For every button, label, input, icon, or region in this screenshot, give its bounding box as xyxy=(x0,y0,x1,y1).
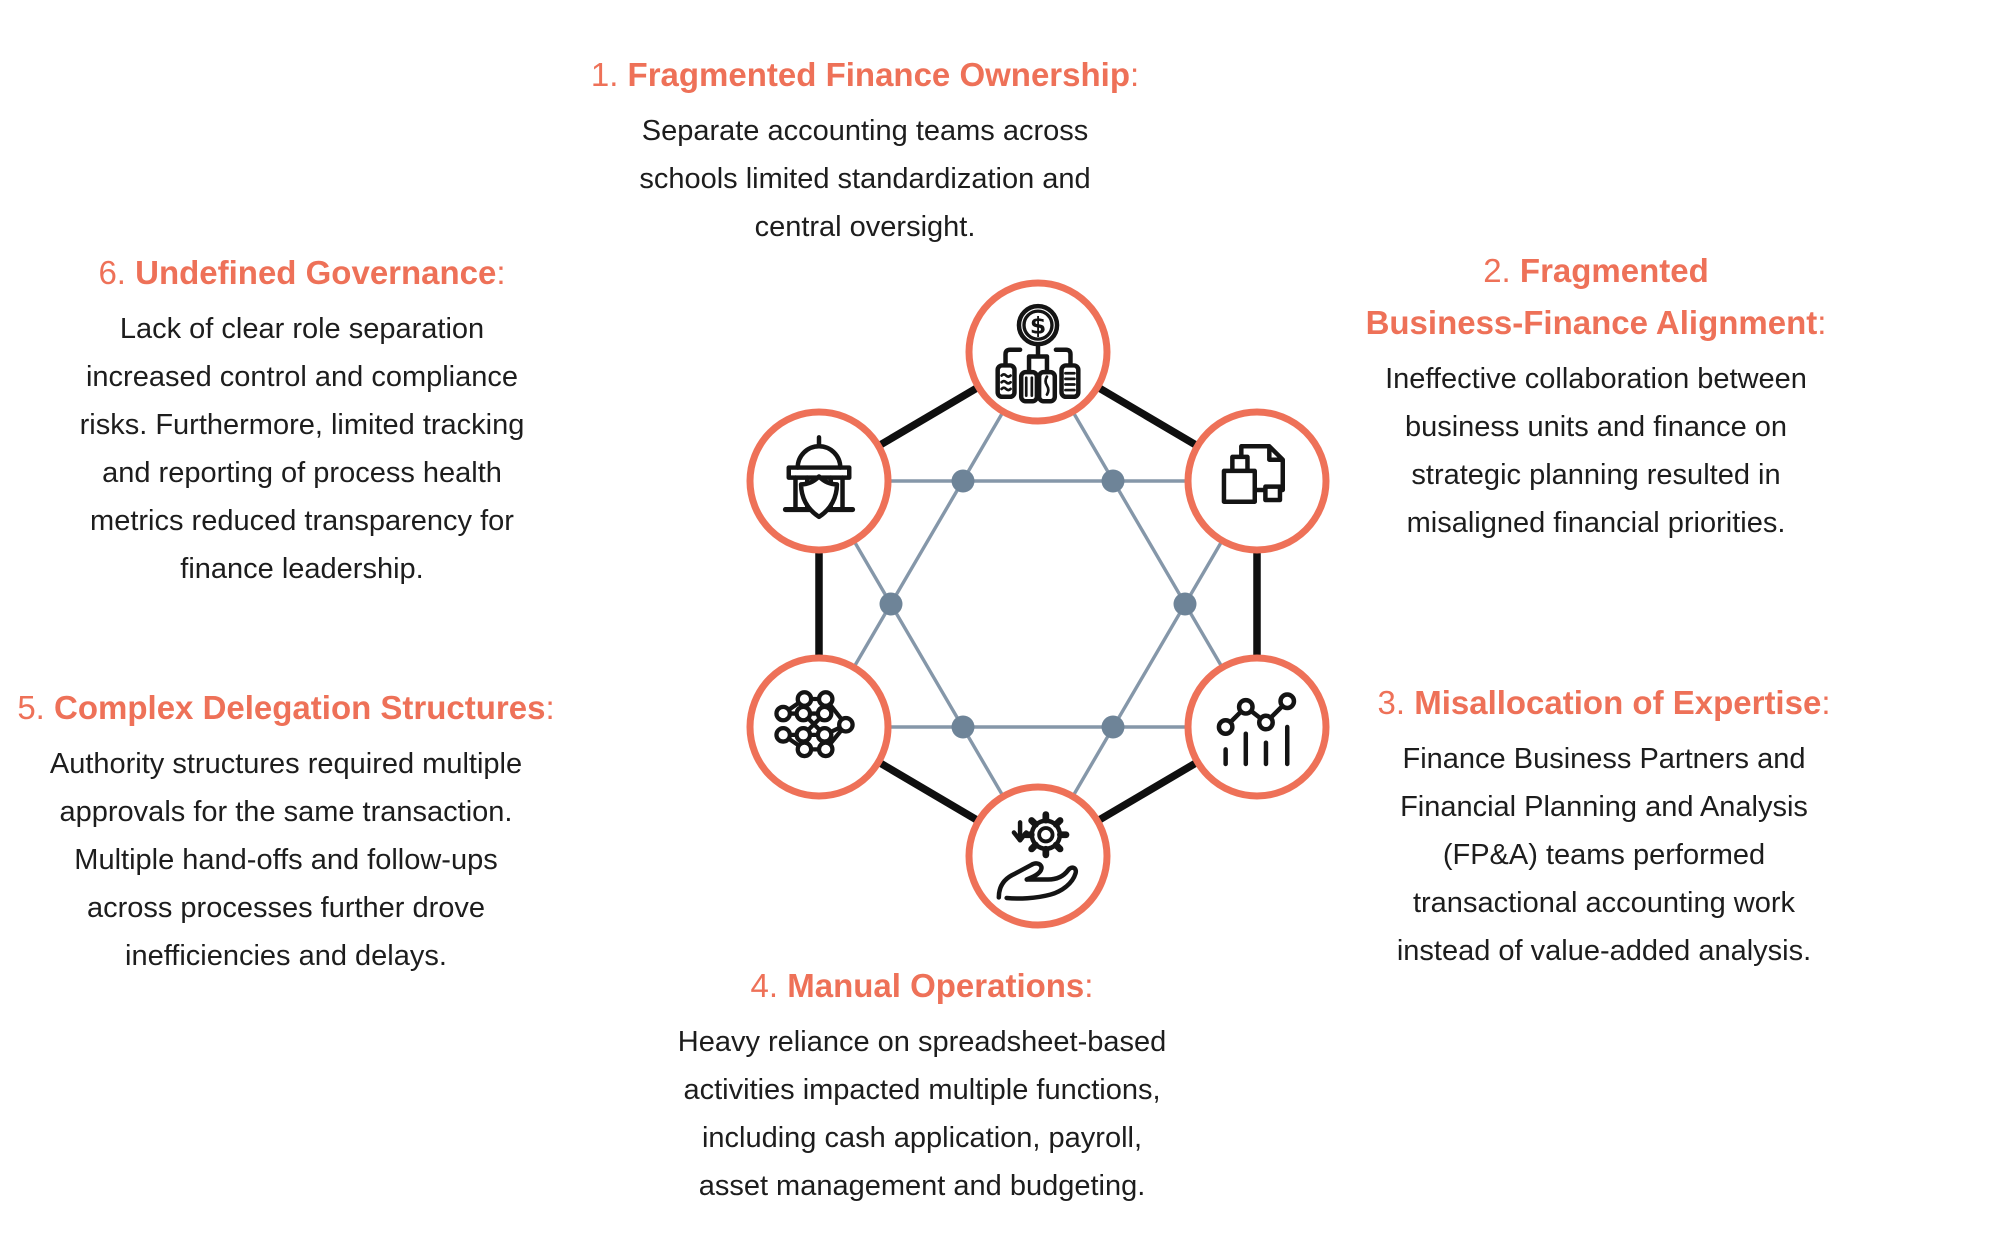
node-finance-ownership: $ xyxy=(965,279,1111,425)
coin-network-icon: $ xyxy=(995,303,1081,404)
challenge-6-title: 6. Undefined Governance: xyxy=(98,254,506,291)
challenge-4-title: 4. Manual Operations: xyxy=(750,967,1094,1004)
challenge-6-undefined-governance: 6. Undefined Governance: Lack of clear r… xyxy=(12,247,592,593)
institution-shield-icon xyxy=(782,435,856,520)
node-manual-operations xyxy=(965,783,1111,929)
challenge-1-fragmented-finance-ownership: 1. Fragmented Finance Ownership: Separat… xyxy=(565,49,1165,251)
node-misallocation-expertise xyxy=(1184,654,1330,800)
challenge-5-title: 5. Complex Delegation Structures: xyxy=(17,689,555,726)
network-nodes xyxy=(774,690,855,759)
challenge-2-title: 2. Fragmented Business-Finance Alignment… xyxy=(1365,252,1827,341)
challenge-3-misallocation-of-expertise: 3. Misallocation of Expertise: Finance B… xyxy=(1314,677,1894,975)
hand-gear-icon xyxy=(996,811,1079,901)
node-delegation-structures xyxy=(746,654,892,800)
challenge-5-complex-delegation-structures: 5. Complex Delegation Structures: Author… xyxy=(0,682,572,980)
intersection-dots xyxy=(879,469,1197,739)
challenge-3-title: 3. Misallocation of Expertise: xyxy=(1377,684,1831,721)
challenge-1-title: 1. Fragmented Finance Ownership: xyxy=(590,56,1140,93)
analytics-chart-icon xyxy=(1216,692,1297,767)
network-graph-icon xyxy=(774,690,855,759)
challenge-2-business-finance-alignment: 2. Fragmented Business-Finance Alignment… xyxy=(1306,245,1886,547)
documents-copies-icon xyxy=(1221,444,1286,504)
node-governance xyxy=(746,408,892,554)
challenge-4-manual-operations: 4. Manual Operations: Heavy reliance on … xyxy=(622,960,1222,1210)
node-business-finance-alignment xyxy=(1184,408,1330,554)
dollar-glyph: $ xyxy=(1030,312,1046,340)
